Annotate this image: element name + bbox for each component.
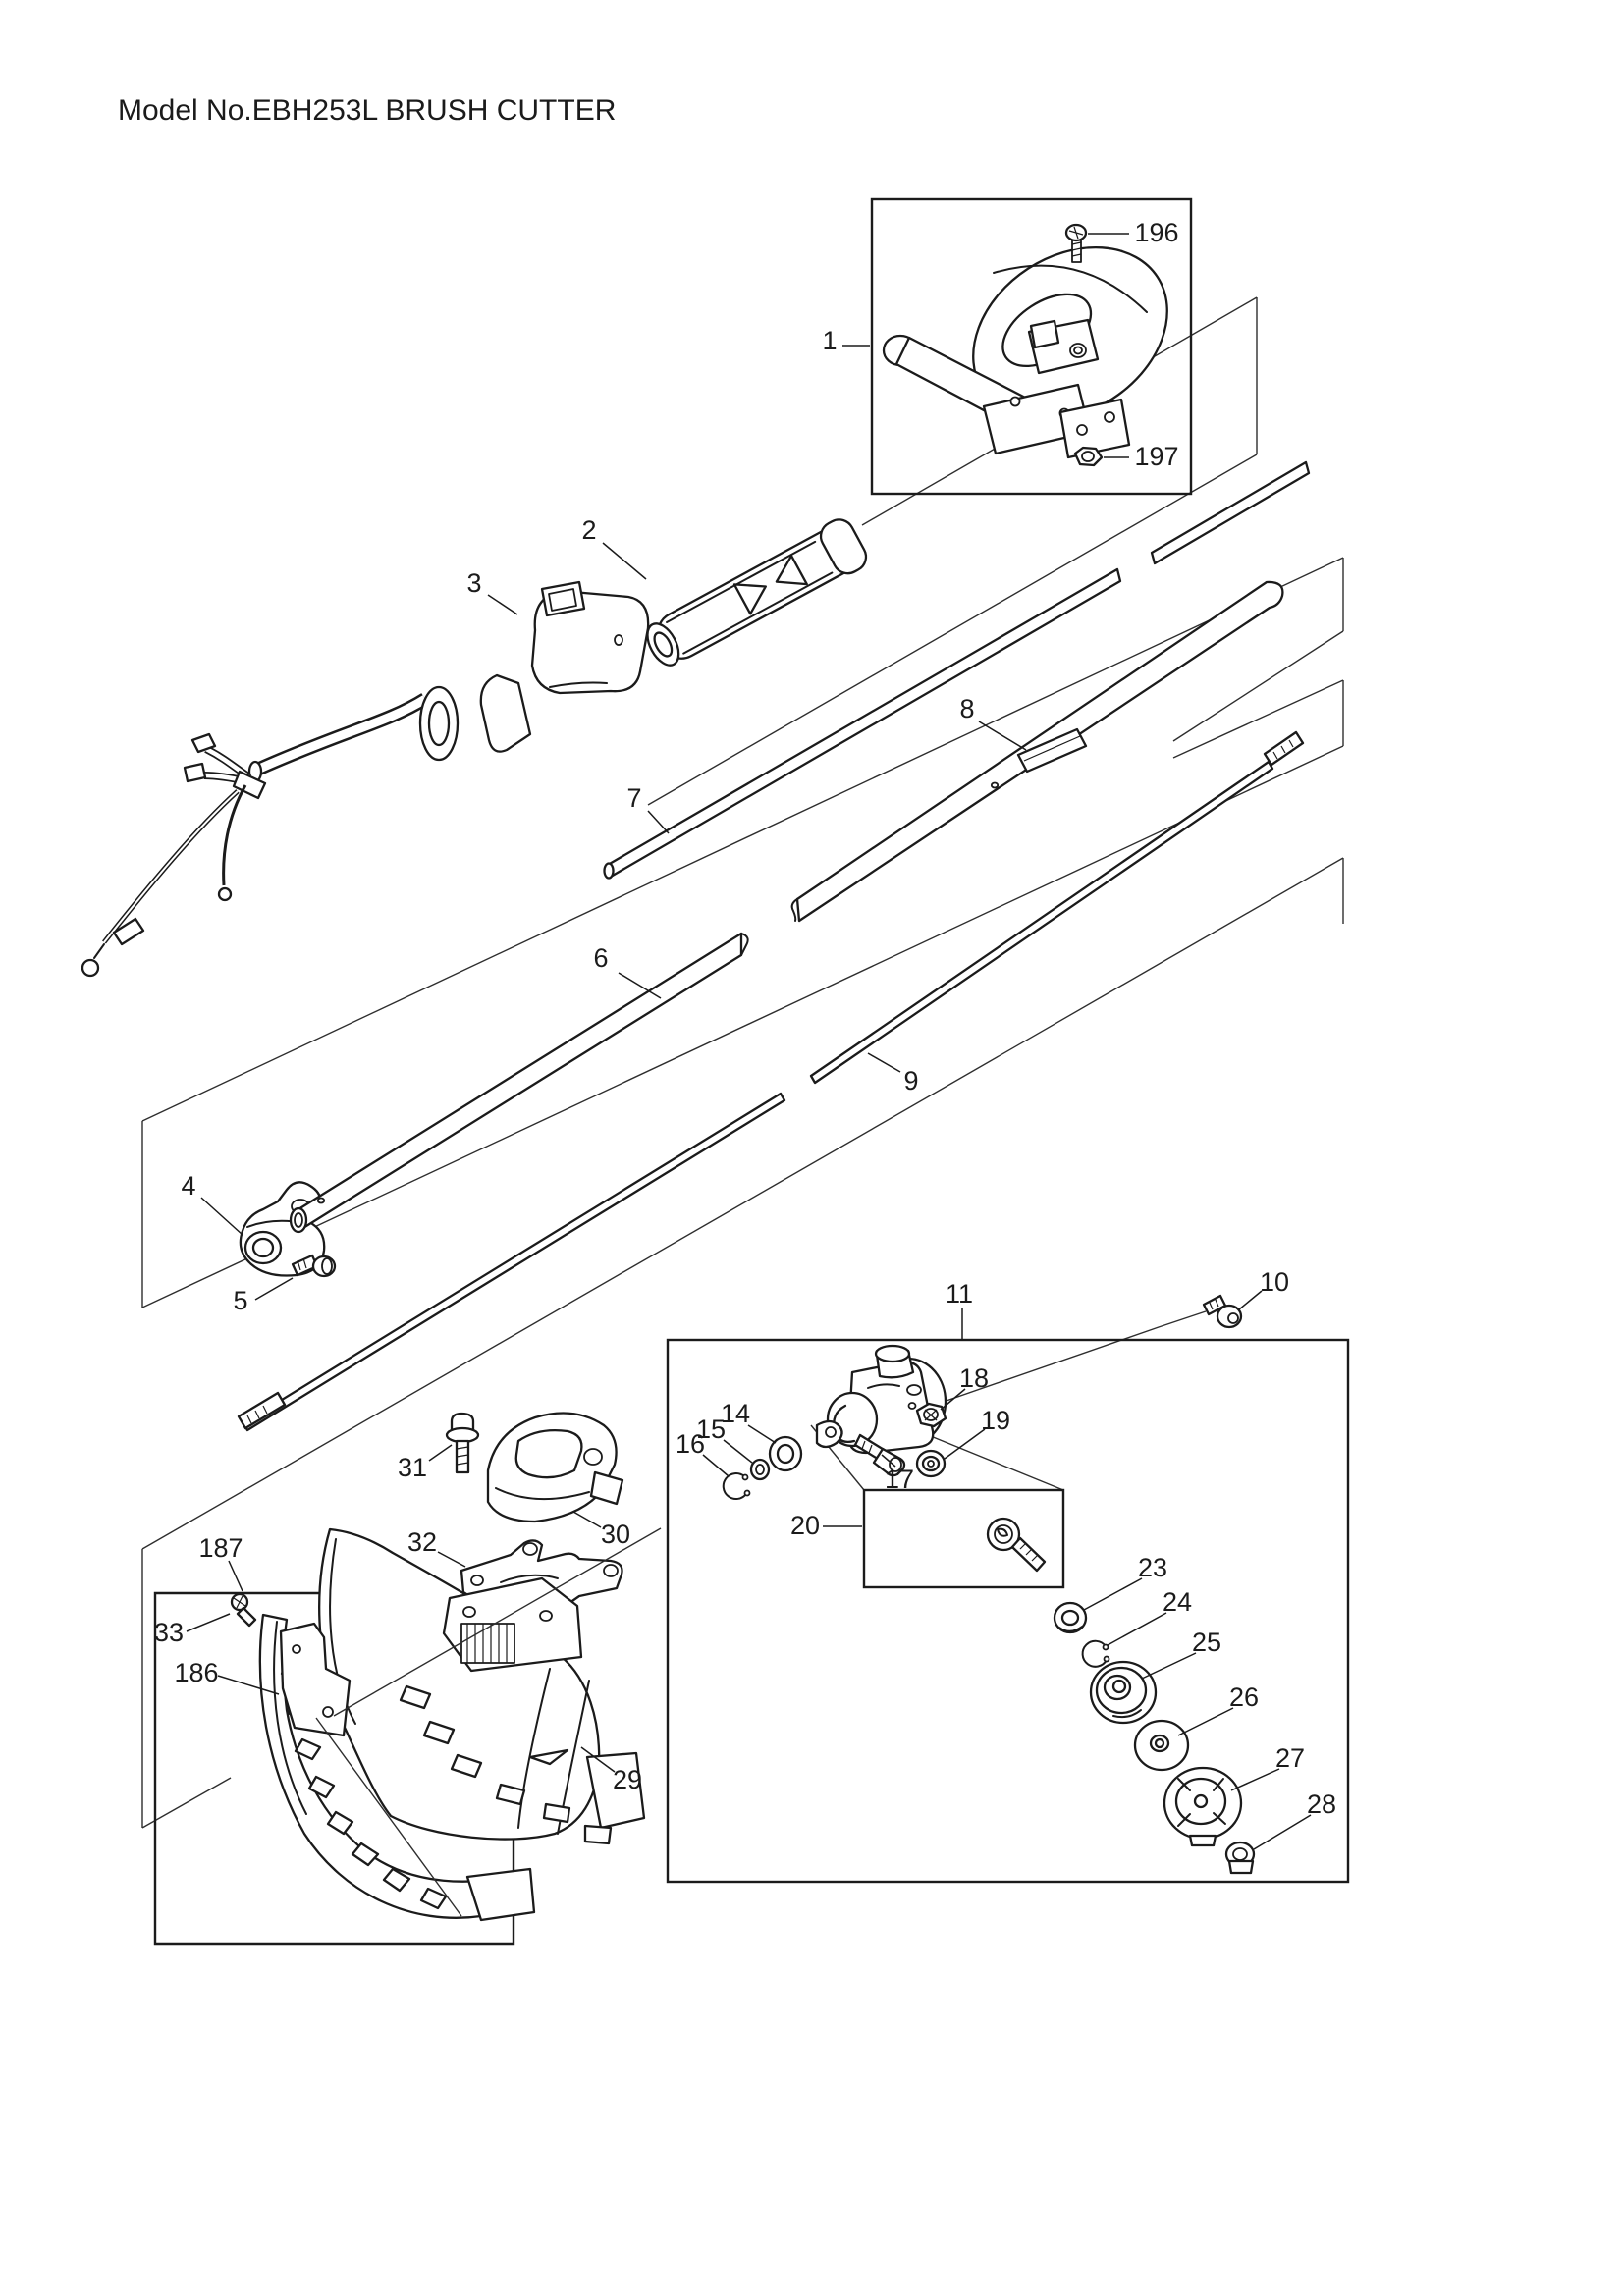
part-label-23: 23 (1138, 1553, 1167, 1582)
part-label-186: 186 (174, 1658, 218, 1687)
part-9-drive-shaft-drawing (237, 730, 1305, 1432)
part-label-18: 18 (959, 1363, 989, 1393)
part-label-7: 7 (626, 783, 641, 813)
part-29-guard-drawing (318, 1527, 646, 1845)
part-15-washer-drawing (749, 1458, 771, 1481)
part-label-4: 4 (181, 1171, 195, 1201)
part-28-nut-drawing (1224, 1841, 1256, 1875)
part-label-14: 14 (721, 1399, 750, 1428)
part-14-bearing-drawing (768, 1419, 843, 1472)
part-label-15: 15 (696, 1415, 726, 1444)
part-16-circlip-drawing (722, 1472, 751, 1501)
part-5-screw-drawing (291, 1254, 337, 1278)
nut-197-drawing (1073, 446, 1104, 467)
part-186-extension-drawing (258, 1613, 536, 1922)
part-label-196: 196 (1134, 218, 1178, 247)
part-31-bolt-drawing (445, 1412, 480, 1474)
part-label-30: 30 (601, 1520, 630, 1549)
part-label-16: 16 (676, 1429, 705, 1459)
part-label-6: 6 (593, 943, 608, 973)
part-label-31: 31 (398, 1453, 427, 1482)
part-2-grip-drawing (646, 518, 868, 667)
part-6-outer-tube-drawing (289, 580, 1284, 1234)
page-title: Model No.EBH253L BRUSH CUTTER (118, 94, 616, 127)
part-8-key-drawing (1016, 727, 1088, 774)
detail-box-bolt20 (862, 1488, 1065, 1589)
part-label-197: 197 (1134, 442, 1178, 471)
part-10-screw-drawing (1202, 1294, 1243, 1329)
part-20-bolt-drawing (986, 1517, 1047, 1573)
part-label-8: 8 (959, 694, 974, 723)
part-label-33: 33 (154, 1618, 184, 1647)
part-label-1: 1 (822, 326, 837, 355)
part-19-washer-drawing (915, 1449, 947, 1478)
part-label-5: 5 (233, 1286, 247, 1315)
part-label-25: 25 (1192, 1628, 1221, 1657)
part-24-circlip-drawing (1081, 1639, 1110, 1668)
part-label-27: 27 (1275, 1743, 1305, 1773)
detail-box-gearcase (666, 1338, 1350, 1884)
detail-box-handle (870, 197, 1193, 496)
part-23-bearing-drawing (1053, 1601, 1088, 1634)
part-11-gearcase-drawing (826, 1344, 947, 1455)
part-label-29: 29 (613, 1765, 642, 1794)
part-label-2: 2 (581, 515, 596, 545)
part-label-32: 32 (407, 1527, 437, 1557)
labels: Model No.EBH253L BRUSH CUTTER 1 2 3 4 5 … (118, 94, 1336, 1850)
screw-196-drawing (1064, 223, 1088, 263)
part-1-handle-assembly-drawing (882, 245, 1168, 459)
part-33-screw-drawing (230, 1592, 257, 1628)
part-26-washer-drawing (1133, 1719, 1190, 1772)
part-18-nut-drawing (915, 1402, 947, 1428)
part-label-26: 26 (1229, 1682, 1259, 1712)
part-17-bolt-drawing (853, 1433, 906, 1477)
part-label-20: 20 (790, 1511, 820, 1540)
part-label-10: 10 (1260, 1267, 1289, 1297)
part-label-19: 19 (981, 1406, 1010, 1435)
part-label-11: 11 (946, 1279, 973, 1308)
part-label-17: 17 (885, 1465, 914, 1494)
overlay-lines (315, 1527, 662, 1917)
part-label-28: 28 (1307, 1789, 1336, 1819)
part-27-head-drawing (1163, 1766, 1243, 1847)
part-7-inner-pipe-drawing (603, 460, 1311, 880)
construction-lines (141, 296, 1344, 1829)
part-label-9: 9 (903, 1066, 918, 1095)
part-30-clamp-drawing (486, 1412, 624, 1523)
part-label-3: 3 (466, 568, 481, 598)
part-label-187: 187 (198, 1533, 243, 1563)
part-label-24: 24 (1163, 1587, 1192, 1617)
part-25-drum-drawing (1089, 1660, 1158, 1725)
part-3-throttle-handle-drawing (81, 580, 650, 978)
